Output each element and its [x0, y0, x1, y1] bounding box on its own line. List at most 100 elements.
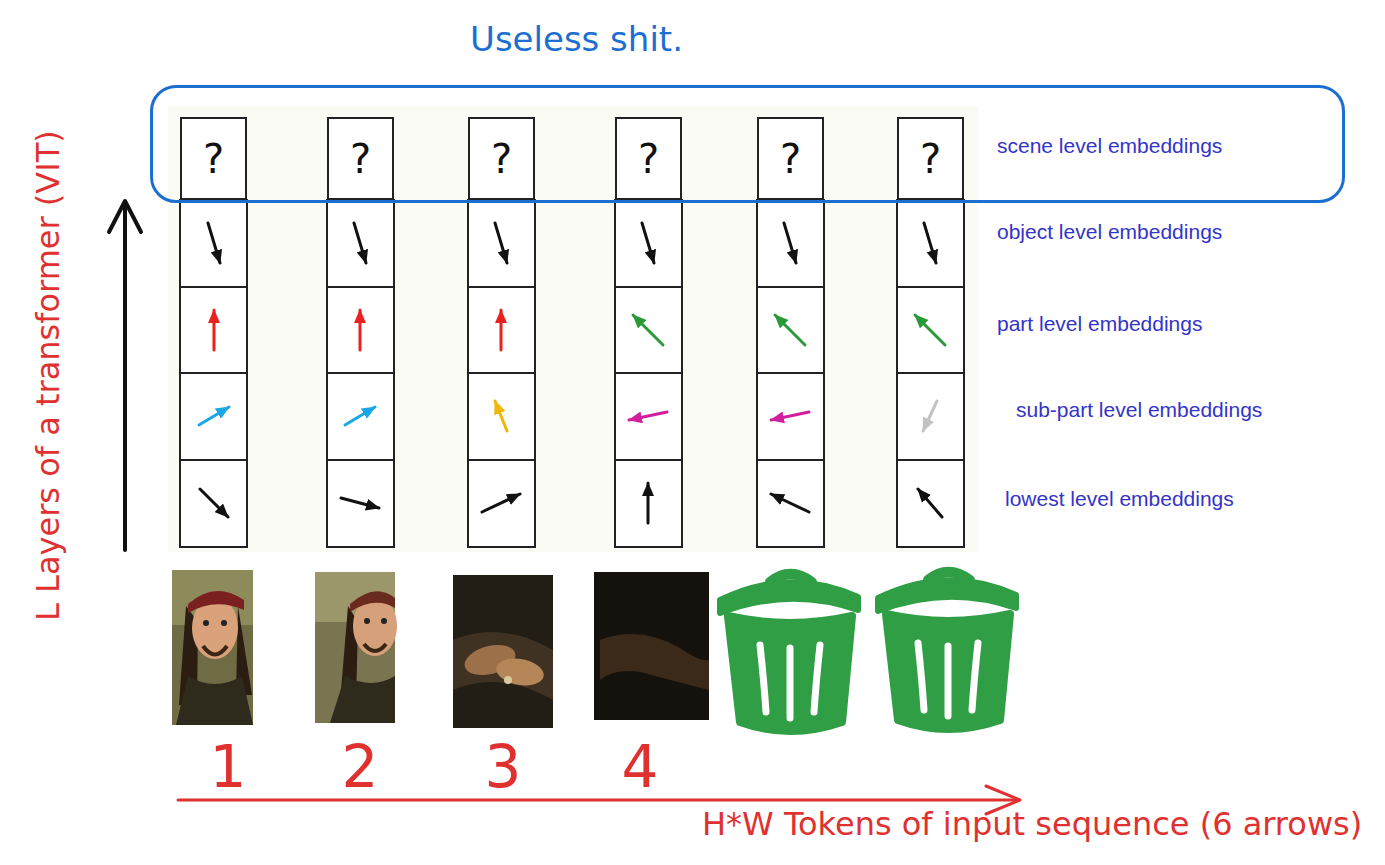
- token-number: 4: [622, 738, 659, 796]
- annotation-band: ??????Useless shit.scene level embedding…: [150, 85, 1345, 203]
- text-holder: lowest level embeddings: [1005, 487, 1234, 511]
- vector-arrow: [629, 412, 667, 420]
- vector-arrow: [200, 489, 228, 517]
- text-holder: Useless shit.: [470, 20, 683, 59]
- patch-ground: [315, 572, 395, 723]
- can-ridge: [972, 643, 978, 710]
- can-lid: [878, 580, 1016, 611]
- embedding-cell: [180, 200, 247, 287]
- row-label: lowest level embeddings: [1005, 487, 1234, 511]
- image-patch: [172, 570, 253, 725]
- text-holder: 2: [342, 738, 379, 796]
- can-ridge: [814, 645, 820, 712]
- embedding-cell: [615, 200, 682, 287]
- row-label: sub-part level embeddings: [1016, 398, 1262, 422]
- text-holder: part level embeddings: [997, 312, 1202, 336]
- vector-arrow: [341, 498, 379, 508]
- vector-arrow: [213, 310, 216, 350]
- text-holder: scene level embeddings: [997, 134, 1222, 158]
- text-holder: 4: [622, 738, 659, 796]
- text-holder: L Layers of a transformer (VIT): [30, 129, 67, 620]
- embedding-cell: [180, 460, 247, 547]
- embedding-cell: ?: [897, 117, 964, 200]
- grid-ground: [168, 106, 978, 552]
- axis-arrowhead: [109, 201, 141, 232]
- patch-ground: [453, 575, 553, 728]
- bandana: [188, 591, 244, 613]
- axis-title: L Layers of a transformer (VIT): [30, 129, 67, 620]
- embedding-cell: [757, 460, 824, 547]
- text-holder: 1: [210, 738, 247, 796]
- beard: [364, 644, 386, 651]
- embedding-cell: [897, 287, 964, 373]
- can-handle: [770, 574, 812, 582]
- hand: [494, 655, 546, 689]
- embedding-cell: [180, 373, 247, 460]
- vector-arrow: [924, 223, 936, 263]
- cell-symbol: ?: [203, 139, 224, 179]
- token-number: 1: [210, 738, 247, 796]
- image-patch: [453, 575, 553, 728]
- text-holder: sub-part level embeddings: [1016, 398, 1262, 422]
- cell-symbol: ?: [780, 139, 801, 179]
- vector-arrow: [354, 223, 366, 263]
- vector-arrow: [771, 412, 809, 420]
- text-holder: H*W Tokens of input sequence (6 arrows): [702, 806, 1362, 843]
- bandana: [350, 591, 395, 612]
- can-ridge: [760, 645, 766, 712]
- row-label: object level embeddings: [997, 220, 1222, 244]
- vector-arrow: [784, 223, 796, 263]
- vector-arrow: [500, 310, 503, 350]
- embedding-cell: [757, 200, 824, 287]
- can-ridge: [945, 646, 952, 716]
- embedding-cell: [327, 373, 394, 460]
- sleeve: [453, 632, 553, 700]
- embedding-cell: [327, 200, 394, 287]
- vector-arrow: [495, 401, 507, 431]
- embedding-cell: ?: [468, 117, 535, 200]
- cell-symbol: ?: [638, 139, 659, 179]
- embedding-cells: [180, 200, 964, 547]
- embedding-cell: ?: [615, 117, 682, 200]
- embedding-cell: [897, 200, 964, 287]
- embedding-cell: [468, 200, 535, 287]
- cell-symbol: ?: [350, 139, 371, 179]
- embedding-cell: [757, 373, 824, 460]
- can-ridge: [787, 648, 794, 718]
- vector-arrow: [345, 407, 375, 425]
- embedding-cell: [897, 373, 964, 460]
- body: [330, 676, 395, 723]
- axis-line: [123, 203, 127, 550]
- token-number: 2: [342, 738, 379, 796]
- embedding-cell: [615, 287, 682, 373]
- embedding-cell: [327, 287, 394, 373]
- row-label: part level embeddings: [997, 312, 1202, 336]
- can-body: [886, 614, 1010, 729]
- layer-axis: [109, 201, 141, 550]
- image-patch: [594, 572, 709, 720]
- vector-arrow: [642, 223, 654, 263]
- embedding-cell: [180, 287, 247, 373]
- can-body: [728, 616, 852, 731]
- vector-arrow: [775, 315, 805, 345]
- vector-arrow: [359, 310, 362, 350]
- can-lid: [720, 582, 858, 613]
- row-label: scene level embeddings: [997, 134, 1222, 158]
- vector-arrow: [918, 489, 942, 517]
- trash-can: [878, 572, 1016, 729]
- text-holder: 3: [485, 738, 522, 796]
- embedding-cell: ?: [757, 117, 824, 200]
- eye: [221, 620, 227, 626]
- eye: [203, 620, 209, 626]
- patch-ground: [172, 570, 253, 725]
- embedding-cell: [468, 373, 535, 460]
- vector-arrow: [771, 494, 809, 512]
- vector-arrow: [915, 315, 945, 345]
- can-handle: [928, 572, 970, 580]
- vector-arrow: [633, 315, 663, 345]
- vector-arrow: [208, 223, 220, 263]
- token-number: 3: [485, 738, 522, 796]
- embedding-cell: [897, 460, 964, 547]
- vector-arrow: [647, 483, 650, 523]
